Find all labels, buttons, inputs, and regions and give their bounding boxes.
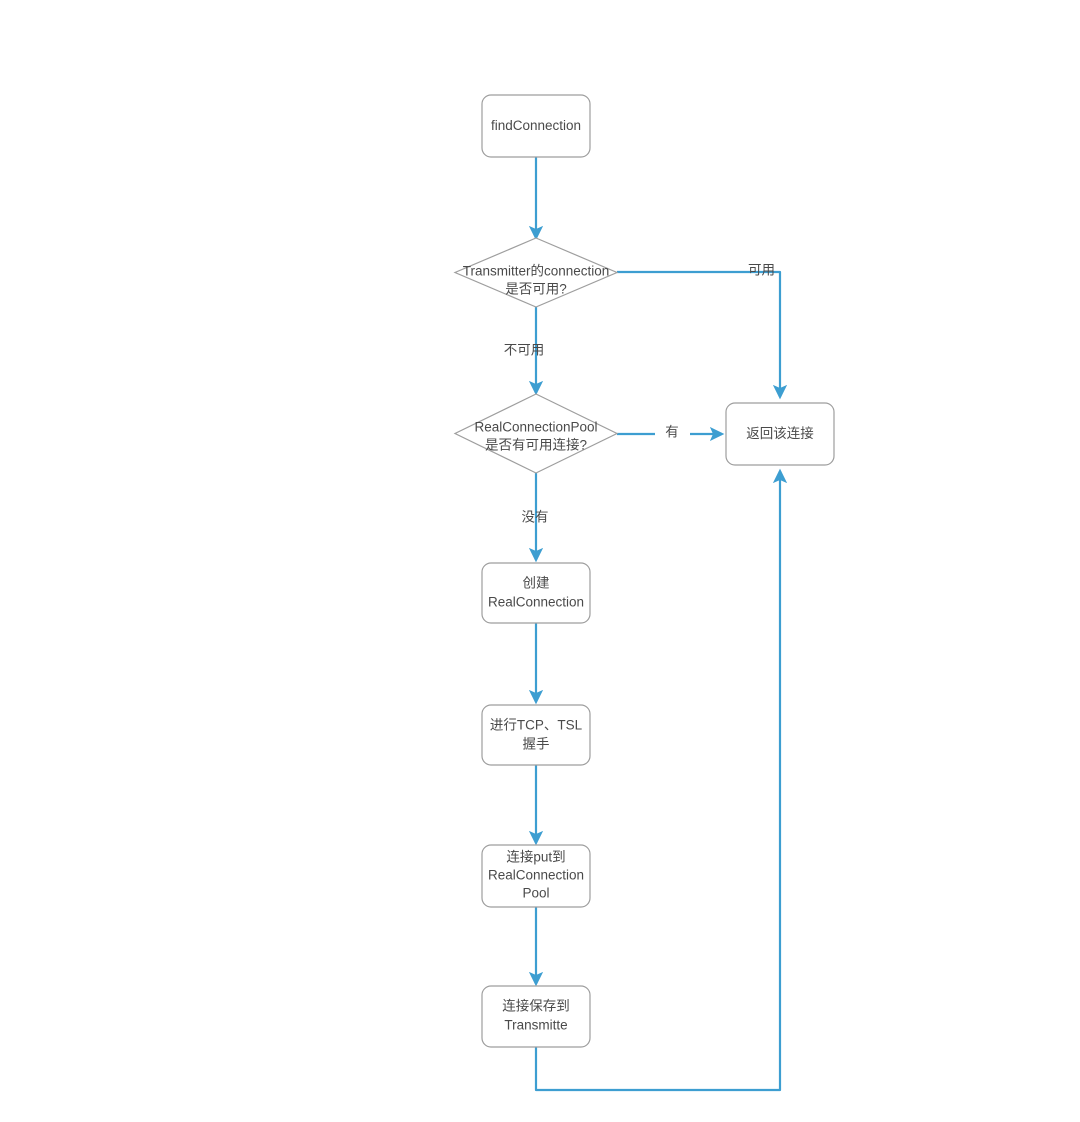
- node-decision-transmitter-label-line2: 是否可用?: [505, 282, 567, 297]
- node-decision-pool-label-line2: 是否有可用连接?: [485, 437, 587, 453]
- node-save-to-transmitter[interactable]: 连接保存到 Transmitte: [481, 985, 591, 1048]
- node-return-connection-label: 返回该连接: [746, 425, 814, 441]
- node-tcp-tsl-handshake-label-line2: 握手: [523, 737, 550, 752]
- node-return-connection[interactable]: 返回该连接: [725, 402, 835, 466]
- node-put-to-pool-label-line1: 连接put到: [506, 849, 565, 865]
- node-find-connection-label: findConnection: [491, 118, 581, 133]
- edge-label-available: 可用: [748, 263, 775, 278]
- node-put-to-pool-shape: [481, 844, 591, 908]
- node-save-to-transmitter-shape: [481, 985, 591, 1048]
- edge-label-unavailable: 不可用: [504, 343, 545, 358]
- edge-save-to-return-loop: [534, 468, 788, 1092]
- node-create-realconnection[interactable]: 创建 RealConnection: [481, 562, 591, 624]
- edge-available-to-return: [617, 270, 788, 400]
- node-decision-pool-shape: [453, 393, 619, 474]
- node-create-realconnection-label-line2: RealConnection: [488, 595, 584, 610]
- node-tcp-tsl-handshake-label-line1: 进行TCP、TSL: [490, 718, 583, 733]
- node-return-connection-shape: [725, 402, 835, 466]
- node-decision-pool-label-line1: RealConnectionPool: [474, 420, 597, 435]
- edge-labels-layer: 可用 不可用 有 没有: [504, 263, 775, 525]
- node-decision-transmitter[interactable]: Transmitter的connection 是否可用?: [453, 237, 619, 308]
- node-find-connection-shape: [481, 94, 591, 158]
- node-save-to-transmitter-label-line1: 连接保存到: [502, 998, 570, 1014]
- node-put-to-pool-label-line2: RealConnection: [488, 868, 584, 883]
- node-decision-transmitter-label-line1: Transmitter的connection: [463, 264, 610, 279]
- edge-label-none: 没有: [522, 510, 549, 525]
- node-tcp-tsl-handshake[interactable]: 进行TCP、TSL 握手: [481, 704, 591, 766]
- node-create-realconnection-label-line1: 创建: [523, 576, 550, 591]
- node-tcp-tsl-handshake-shape: [481, 704, 591, 766]
- node-put-to-pool[interactable]: 连接put到 RealConnection Pool: [481, 844, 591, 908]
- node-create-realconnection-shape: [481, 562, 591, 624]
- node-save-to-transmitter-label-line2: Transmitte: [504, 1018, 567, 1033]
- node-decision-pool[interactable]: RealConnectionPool 是否有可用连接?: [453, 393, 619, 474]
- edge-label-has: 有: [665, 425, 679, 440]
- node-put-to-pool-label-line3: Pool: [522, 886, 549, 901]
- node-find-connection[interactable]: findConnection: [481, 94, 591, 158]
- nodes-layer: findConnection Transmitter的connection 是否…: [453, 94, 835, 1048]
- edges-layer: [528, 157, 788, 1092]
- node-decision-transmitter-shape: [453, 237, 619, 308]
